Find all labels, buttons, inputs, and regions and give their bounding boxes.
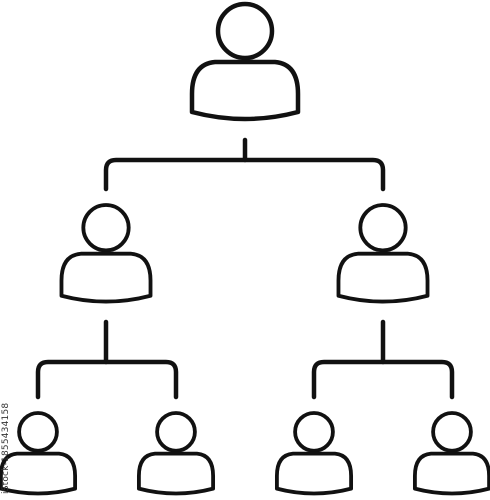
person-head	[215, 1, 275, 61]
connector-left	[35, 319, 179, 400]
person-icon-left-right	[136, 411, 216, 496]
person-body	[136, 451, 216, 496]
person-icon-top	[189, 1, 301, 122]
connector-bus	[35, 359, 179, 400]
person-icon-left	[59, 203, 153, 304]
person-head	[17, 411, 59, 453]
person-icon-right	[336, 203, 430, 304]
person-body	[59, 251, 153, 304]
connector-bus	[103, 157, 386, 192]
connectors	[35, 137, 455, 400]
person-body	[412, 451, 490, 496]
person-icon-right-left	[274, 411, 354, 496]
stock-id-label: iStock-1855434158	[1, 402, 11, 494]
person-body	[274, 451, 354, 496]
person-head	[155, 411, 197, 453]
connector-right	[311, 319, 455, 400]
connector-top	[103, 137, 386, 192]
person-head	[293, 411, 335, 453]
person-head	[358, 203, 408, 253]
person-head	[431, 411, 473, 453]
person-body	[0, 451, 78, 496]
person-icon-right-right	[412, 411, 490, 496]
person-body	[336, 251, 430, 304]
person-head	[81, 203, 131, 253]
person-icon-left-left	[0, 411, 78, 496]
person-body	[189, 59, 301, 122]
connector-bus	[311, 359, 455, 400]
